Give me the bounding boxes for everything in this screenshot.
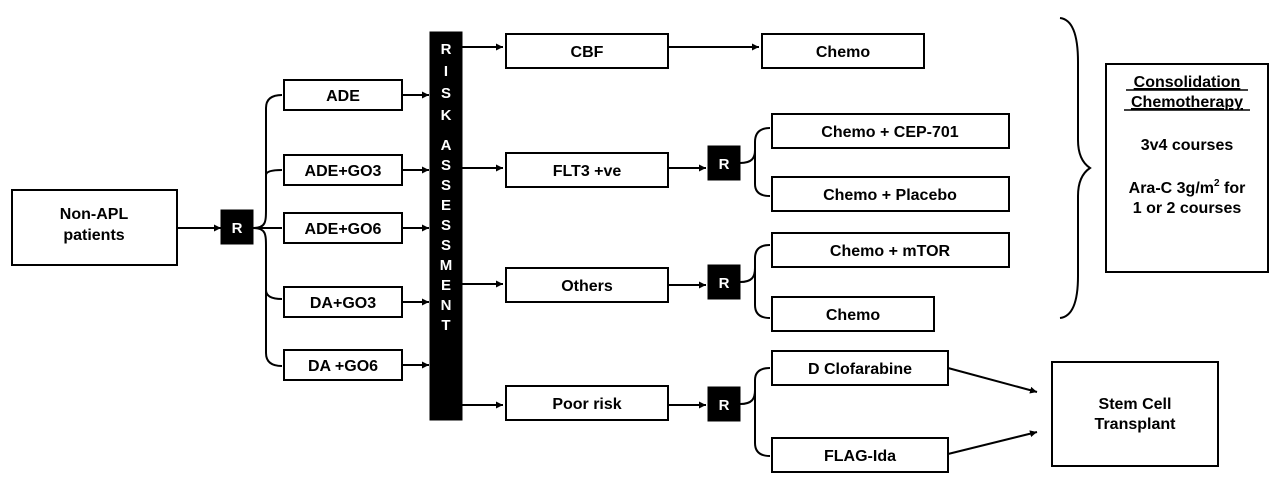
risk-assessment-letter: S xyxy=(441,177,451,194)
treatment-flag-ida-label: FLAG-Ida xyxy=(824,448,896,465)
category-others: Others xyxy=(505,267,669,303)
treatment-chemo-cep701: Chemo + CEP-701 xyxy=(771,113,1010,149)
bracket-ade xyxy=(252,94,283,229)
bracket-poor-arms xyxy=(739,367,771,457)
transplant-label: Transplant xyxy=(1095,416,1177,433)
category-poor-risk: Poor risk xyxy=(505,385,669,421)
risk-assessment-letter: T xyxy=(441,317,450,334)
risk-assessment-letter: E xyxy=(441,197,451,214)
treatment-chemo-mtor-label: Chemo + mTOR xyxy=(830,243,951,260)
treatment-chemo-mtor: Chemo + mTOR xyxy=(771,232,1010,268)
randomizer-1-label: R xyxy=(232,220,243,237)
arm-ade-go3: ADE+GO3 xyxy=(283,154,403,186)
treatment-d-clofarabine: D Clofarabine xyxy=(771,350,949,386)
randomizer-3: R xyxy=(707,264,741,300)
arm-ade-go6: ADE+GO6 xyxy=(283,212,403,244)
treatment-chemo-cep701-label: Chemo + CEP-701 xyxy=(821,124,958,141)
arm-ade-label: ADE xyxy=(326,88,360,105)
bracket-da-go3 xyxy=(265,289,283,300)
risk-assessment-letter: E xyxy=(441,277,451,294)
risk-assessment-letter: A xyxy=(441,137,452,154)
consolidation-brace xyxy=(1059,17,1092,319)
treatment-chemo-top-label: Chemo xyxy=(816,44,870,61)
randomizer-3-label: R xyxy=(719,275,730,292)
bracket-ade-go3 xyxy=(265,169,283,176)
consolidation-courses: 3v4 courses xyxy=(1141,137,1234,154)
risk-assessment-letter: S xyxy=(441,237,451,254)
arm-da-go6: DA +GO6 xyxy=(283,349,403,381)
non-apl-label: Non-APL xyxy=(60,206,129,223)
treatment-chemo-bottom: Chemo xyxy=(771,296,935,332)
randomizer-2-label: R xyxy=(719,156,730,173)
risk-assessment-letter: M xyxy=(440,257,453,274)
category-flt3-label: FLT3 +ve xyxy=(553,163,622,180)
treatment-chemo-bottom-label: Chemo xyxy=(826,307,880,324)
arrow-flag-ida-transplant xyxy=(947,430,1038,455)
arm-da-go3: DA+GO3 xyxy=(283,286,403,318)
stem-cell-transplant-box: Stem Cell Transplant xyxy=(1051,361,1219,467)
consolidation-title-1: Consolidation xyxy=(1134,74,1241,91)
risk-assessment-letter: S xyxy=(441,85,451,102)
category-others-label: Others xyxy=(561,278,613,295)
category-cbf: CBF xyxy=(505,33,669,69)
non-apl-patients-box: Non-APL patients xyxy=(11,189,178,266)
patients-label: patients xyxy=(63,227,124,244)
randomizer-2: R xyxy=(707,145,741,181)
randomizer-1: R xyxy=(220,209,254,245)
arm-ade-go6-label: ADE+GO6 xyxy=(305,221,382,238)
randomizer-4-label: R xyxy=(719,397,730,414)
bracket-flt3-arms xyxy=(739,127,771,197)
arrow-clofarabine-transplant xyxy=(947,367,1038,394)
category-cbf-label: CBF xyxy=(571,44,604,61)
arm-da-go3-label: DA+GO3 xyxy=(310,295,376,312)
risk-assessment-letter: S xyxy=(441,217,451,234)
stem-cell-label: Stem Cell xyxy=(1099,396,1172,413)
category-poor-risk-label: Poor risk xyxy=(552,396,621,413)
arm-ade-go3-label: ADE+GO3 xyxy=(305,163,382,180)
treatment-flag-ida: FLAG-Ida xyxy=(771,437,949,473)
arm-ade: ADE xyxy=(283,79,403,111)
consolidation-arac-line1: Ara-C 3g/m2 for xyxy=(1129,178,1246,197)
treatment-d-clofarabine-label: D Clofarabine xyxy=(808,361,912,378)
risk-assessment-letter: N xyxy=(441,297,452,314)
risk-assessment-letter: K xyxy=(441,107,452,124)
arm-da-go6-label: DA +GO6 xyxy=(308,358,378,375)
treatment-chemo-top: Chemo xyxy=(761,33,925,69)
risk-assessment-letter: R xyxy=(441,41,452,58)
treatment-chemo-placebo-label: Chemo + Placebo xyxy=(823,187,957,204)
bracket-others-arms xyxy=(739,244,771,319)
consolidation-title-2: Chemotherapy xyxy=(1131,94,1243,111)
risk-assessment-letter: I xyxy=(444,63,448,80)
bracket-da-go6 xyxy=(252,227,283,367)
consolidation-box: Consolidation Chemotherapy 3v4 courses A… xyxy=(1105,63,1269,273)
randomizer-4: R xyxy=(707,386,741,422)
category-flt3: FLT3 +ve xyxy=(505,152,669,188)
consolidation-arac-line2: 1 or 2 courses xyxy=(1133,200,1242,217)
risk-assessment-letter: S xyxy=(441,157,451,174)
treatment-chemo-placebo: Chemo + Placebo xyxy=(771,176,1010,212)
